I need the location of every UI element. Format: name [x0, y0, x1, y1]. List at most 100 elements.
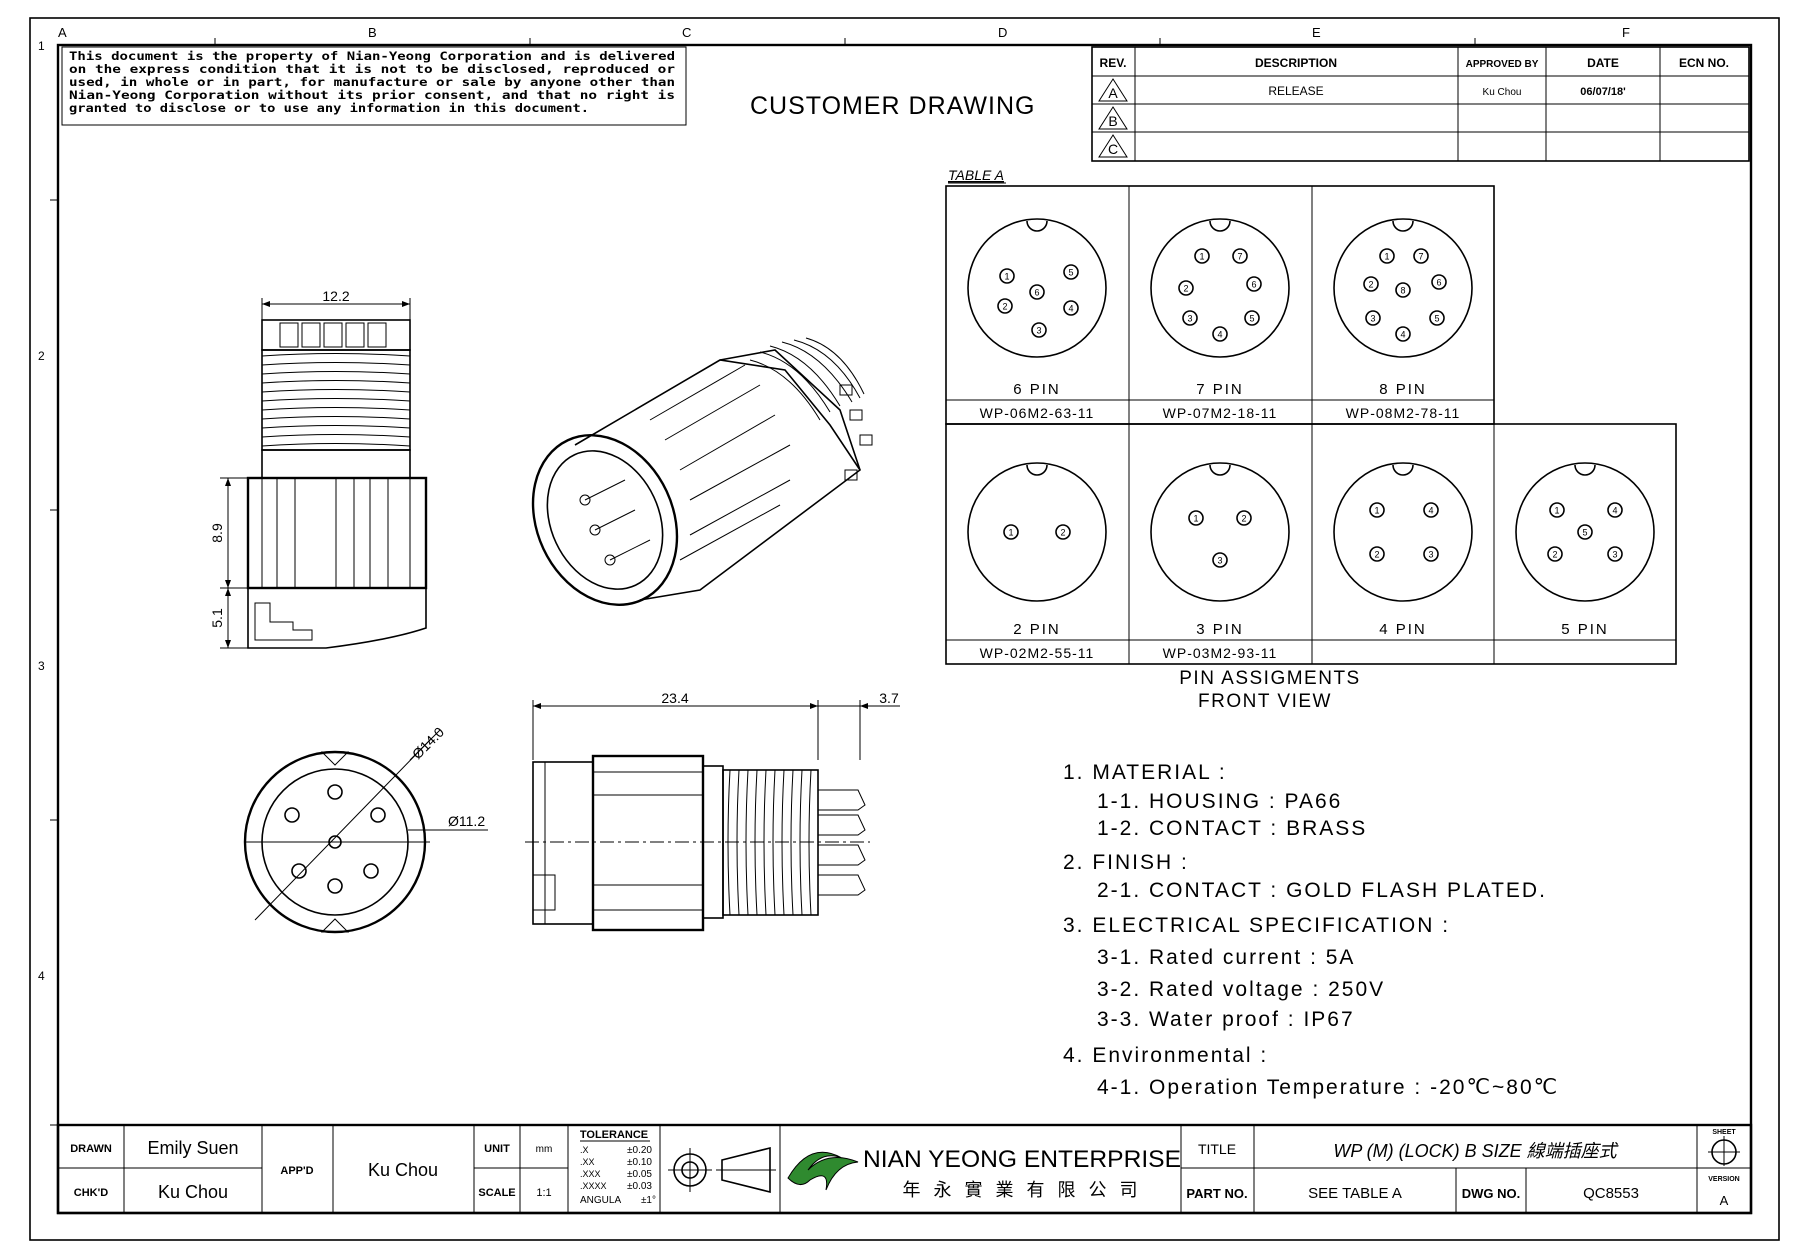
pin-number: 2 [1183, 284, 1188, 294]
pin-number: 4 [1428, 506, 1433, 516]
pin-contact [1423, 502, 1439, 518]
tolerance-value: ±1° [641, 1195, 656, 1206]
unit-label: UNIT [484, 1143, 510, 1155]
rev-a-label: A [1108, 85, 1118, 101]
dim-length-b: 3.7 [879, 690, 899, 706]
pin-number: 2 [1002, 302, 1007, 312]
note-line: 3. ELECTRICAL SPECIFICATION : [1063, 914, 1450, 937]
side-view-drawing: 12.2 8.9 5.1 [209, 288, 428, 649]
pin-label-5: 5 PIN [1561, 621, 1609, 638]
pin-number: 1 [1008, 528, 1013, 538]
thread-line [745, 769, 749, 916]
drawing-number-value: QC8553 [1583, 1185, 1639, 1202]
note-line: 2. FINISH : [1063, 851, 1189, 874]
part-number-6pin: WP-06M2-63-11 [980, 405, 1095, 421]
thread-line [261, 353, 411, 357]
dim-height-a: 8.9 [209, 523, 225, 543]
sheet-label: SHEET [1712, 1129, 1736, 1136]
version-label: VERSION [1708, 1176, 1740, 1183]
drawing-title: CUSTOMER DRAWING [750, 92, 1035, 120]
rev-a-description: RELEASE [1268, 84, 1323, 98]
part-number-value: SEE TABLE A [1308, 1185, 1402, 1202]
pin-label-2: 2 PIN [1013, 621, 1061, 638]
front-view-drawing: Ø14.0 Ø11.2 [243, 724, 488, 934]
approved-header: APPROVED BY [1466, 59, 1539, 70]
thread-line [261, 380, 411, 384]
dim-outer-diameter: Ø14.0 [409, 724, 447, 762]
unit-value: mm [536, 1144, 553, 1155]
tolerance-value: ±0.20 [627, 1145, 652, 1156]
pin-number: 3 [1217, 556, 1222, 566]
zone-col-e: E [1312, 25, 1321, 40]
part-number-7pin: WP-07M2-18-11 [1163, 405, 1278, 421]
zone-markers: A B C D E F 1 2 3 4 [38, 25, 1630, 1126]
confidentiality-notice: This document is the property of Nian-Ye… [61, 46, 687, 126]
note-line: 3-1. Rated current : 5A [1097, 946, 1355, 969]
pin-number: 3 [1370, 314, 1375, 324]
tolerance-value: ±0.05 [627, 1169, 652, 1180]
pin-contact [1379, 248, 1395, 264]
pin-number: 5 [1434, 314, 1439, 324]
inner-border [56, 43, 1753, 1215]
pin-contact [1423, 546, 1439, 562]
part-number-3pin: WP-03M2-93-11 [1163, 645, 1278, 661]
dim-length: 23.4 [661, 690, 688, 706]
pin-contact [1003, 524, 1019, 540]
thread-line [772, 769, 776, 916]
tolerance-key: .X [580, 1145, 589, 1155]
pin-contact [1194, 248, 1210, 264]
note-line: 1. MATERIAL : [1063, 761, 1227, 784]
projection-symbol-icon [668, 1146, 776, 1194]
rev-b-label: B [1108, 113, 1117, 129]
pin-contact [1063, 300, 1079, 316]
pin-assignments-caption: PIN ASSIGMENTS [1179, 668, 1360, 689]
pin-number: 4 [1217, 330, 1222, 340]
pin-number: 3 [1612, 550, 1617, 560]
tolerance-value: ±0.03 [627, 1181, 652, 1192]
notice-line: granted to disclose or to use any inform… [69, 101, 589, 115]
title-label: TITLE [1198, 1141, 1236, 1157]
zone-col-a: A [58, 25, 67, 40]
pin-number: 2 [1241, 514, 1246, 524]
note-line: 4. Environmental : [1063, 1044, 1268, 1067]
scale-value: 1:1 [536, 1187, 551, 1199]
pin-number: 5 [1582, 528, 1587, 538]
front-view-caption: FRONT VIEW [1198, 691, 1332, 712]
pin-contact [1182, 310, 1198, 326]
isometric-view-drawing [531, 337, 873, 606]
thread-line [261, 416, 411, 420]
pin-contact [1429, 310, 1445, 326]
zone-row-3: 3 [38, 659, 45, 673]
pin-contact [1363, 276, 1379, 292]
pin-number: 2 [1060, 528, 1065, 538]
tolerance-key: .XXX [580, 1169, 601, 1179]
note-line: 1-1. HOUSING : PA66 [1097, 790, 1342, 813]
approved-value: Ku Chou [368, 1160, 438, 1180]
zone-col-c: C [682, 25, 691, 40]
thread-line [261, 362, 411, 366]
thread-line [261, 443, 411, 447]
pin-contact [1212, 552, 1228, 568]
pin-number: 7 [1237, 252, 1242, 262]
drawn-label: DRAWN [70, 1143, 112, 1155]
horizontal-side-view-drawing: 23.4 3.7 [525, 690, 900, 932]
thread-line [261, 407, 411, 411]
table-a-title: TABLE A [948, 167, 1004, 183]
thread-line [261, 434, 411, 438]
dim-inner-diameter: Ø11.2 [448, 813, 485, 829]
pin-contact [1395, 326, 1411, 342]
approved-label: APP'D [280, 1165, 313, 1177]
pin-contact [999, 268, 1015, 284]
description-header: DESCRIPTION [1255, 56, 1337, 70]
notice-line: This document is the property of Nian-Ye… [69, 49, 675, 63]
pin-number: 1 [1554, 506, 1559, 516]
pin-number: 3 [1036, 326, 1041, 336]
pin-number: 4 [1068, 304, 1073, 314]
notes: 1. MATERIAL : 1-1. HOUSING : PA66 1-2. C… [1063, 761, 1557, 1099]
pin-contact [1413, 248, 1429, 264]
pin-label-3: 3 PIN [1196, 621, 1244, 638]
pin-contact [1212, 326, 1228, 342]
notice-line: Nian-Yeong Corporation without its prior… [69, 88, 675, 102]
